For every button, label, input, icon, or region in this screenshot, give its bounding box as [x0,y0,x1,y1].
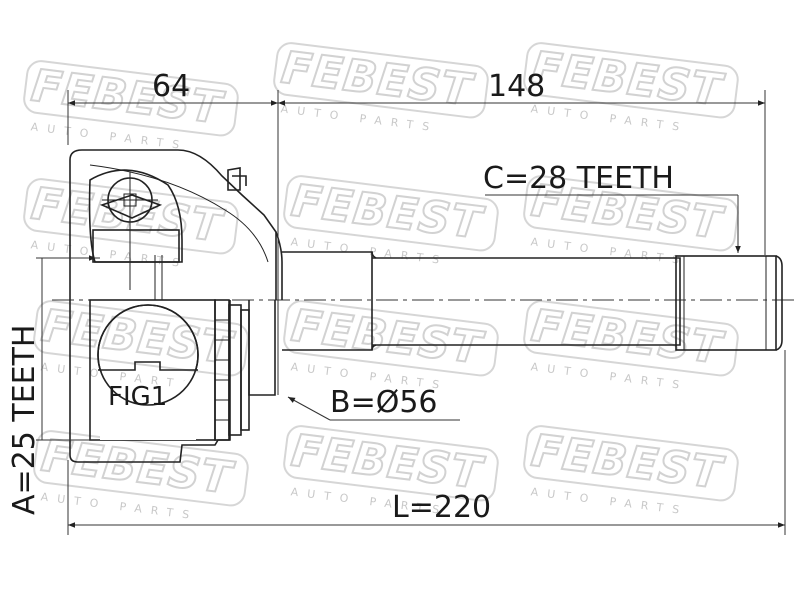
figure-label: FIG1 [108,382,167,412]
outer-spline [675,255,783,351]
inner-race [88,169,183,300]
watermark-mark: FEBEST AUTO PARTS [283,299,499,393]
watermark-mark: FEBEST AUTO PARTS [523,299,739,393]
watermark: FEBEST AUTO PARTS FEBEST AUTO PARTS FEBE… [23,41,739,523]
inner-spline-label: A=25 TEETH [7,325,42,516]
housing-length-label: 64 [152,69,190,104]
watermark-mark: FEBEST AUTO PARTS [523,41,739,135]
watermark-mark: FEBEST AUTO PARTS [273,41,489,135]
dimension-64: 64 [68,69,278,106]
total-length-label: L=220 [392,490,491,525]
dimension-outer-spline: C=28 TEETH [483,161,741,253]
dimension-total: L=220 [68,490,785,528]
outer-housing [69,149,283,463]
dimension-diameter: B=Ø56 [287,385,460,421]
outer-diameter-label: B=Ø56 [330,385,438,420]
watermark-mark: FEBEST AUTO PARTS [523,424,739,518]
dimension-inner-spline: A=25 TEETH [7,255,96,516]
dimension-148: 148 [278,69,765,106]
shaft [282,251,681,351]
shaft-length-label: 148 [488,69,545,104]
watermark-mark: FEBEST AUTO PARTS [23,59,239,153]
outer-spline-label: C=28 TEETH [483,161,674,196]
watermark-mark: FEBEST AUTO PARTS [33,429,249,523]
fig1-section: FIG1 [89,299,216,441]
